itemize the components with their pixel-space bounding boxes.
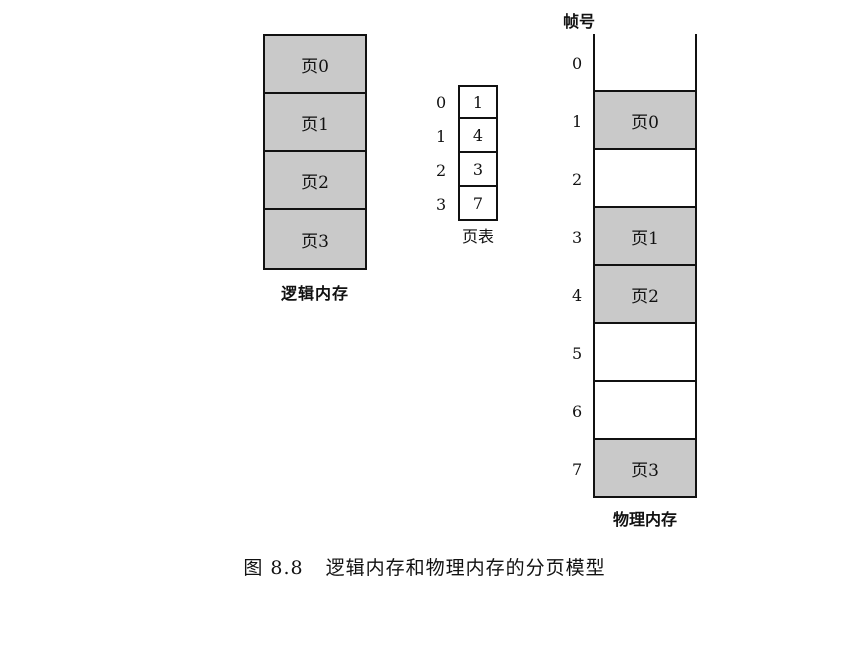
page-table-row: 2 3 xyxy=(436,153,498,187)
logical-page-2: 页2 xyxy=(265,152,365,210)
page-table-row: 3 7 xyxy=(436,187,498,221)
logical-memory-caption: 逻辑内存 xyxy=(280,284,349,303)
page-table-frame: 4 xyxy=(458,119,498,153)
physical-frame-row: 1 页0 xyxy=(560,92,697,150)
physical-frame-row: 7 页3 xyxy=(560,440,697,498)
frame-index: 4 xyxy=(572,285,583,305)
physical-frame-row: 4 页2 xyxy=(560,266,697,324)
page-table-row: 0 1 xyxy=(436,85,498,119)
logical-memory-stack: 页0 页1 页2 页3 xyxy=(263,34,367,270)
logical-memory: 页0 页1 页2 页3 逻辑内存 xyxy=(263,34,367,304)
physical-frame-row: 5 xyxy=(560,324,697,382)
frame-index: 7 xyxy=(572,459,583,479)
page-table-frame: 3 xyxy=(458,153,498,187)
frame-index: 6 xyxy=(572,401,583,421)
page-table-frame: 1 xyxy=(458,85,498,119)
physical-frame: 页2 xyxy=(593,266,697,324)
physical-frame xyxy=(593,34,697,92)
physical-memory-caption: 物理内存 xyxy=(612,510,677,529)
page-table-row: 1 4 xyxy=(436,119,498,153)
physical-frame xyxy=(593,382,697,440)
page-table-index: 2 xyxy=(436,160,447,180)
frame-index: 3 xyxy=(572,227,583,247)
physical-memory: 帧号 0 1 页0 2 3 页1 4 页2 5 6 7 页3 物理内存 xyxy=(560,8,697,530)
physical-frame: 页1 xyxy=(593,208,697,266)
logical-page-0: 页0 xyxy=(265,36,365,94)
physical-frame-row: 2 xyxy=(560,150,697,208)
page-table-index: 0 xyxy=(436,92,447,112)
page-table-frame: 7 xyxy=(458,187,498,221)
page-table: 0 1 1 4 2 3 3 7 页表 xyxy=(436,85,498,247)
physical-frame-row: 6 xyxy=(560,382,697,440)
page-table-index: 3 xyxy=(436,194,447,214)
physical-frame: 页3 xyxy=(593,440,697,498)
logical-page-3: 页3 xyxy=(265,210,365,268)
logical-page-1: 页1 xyxy=(265,94,365,152)
physical-frame xyxy=(593,150,697,208)
figure-number: 图 8.8 xyxy=(243,557,304,579)
physical-frame xyxy=(593,324,697,382)
figure-caption: 图 8.8 逻辑内存和物理内存的分页模型 xyxy=(0,553,849,580)
figure-title: 逻辑内存和物理内存的分页模型 xyxy=(325,557,606,579)
frame-index: 2 xyxy=(572,169,583,189)
page-table-caption: 页表 xyxy=(461,227,494,246)
frame-index: 5 xyxy=(572,343,583,363)
physical-frame: 页0 xyxy=(593,92,697,150)
frame-number-header: 帧号 xyxy=(563,12,596,31)
frame-index: 1 xyxy=(572,111,583,131)
physical-frame-row: 0 xyxy=(560,34,697,92)
page-table-index: 1 xyxy=(436,126,447,146)
physical-frame-row: 3 页1 xyxy=(560,208,697,266)
frame-index: 0 xyxy=(572,53,583,73)
